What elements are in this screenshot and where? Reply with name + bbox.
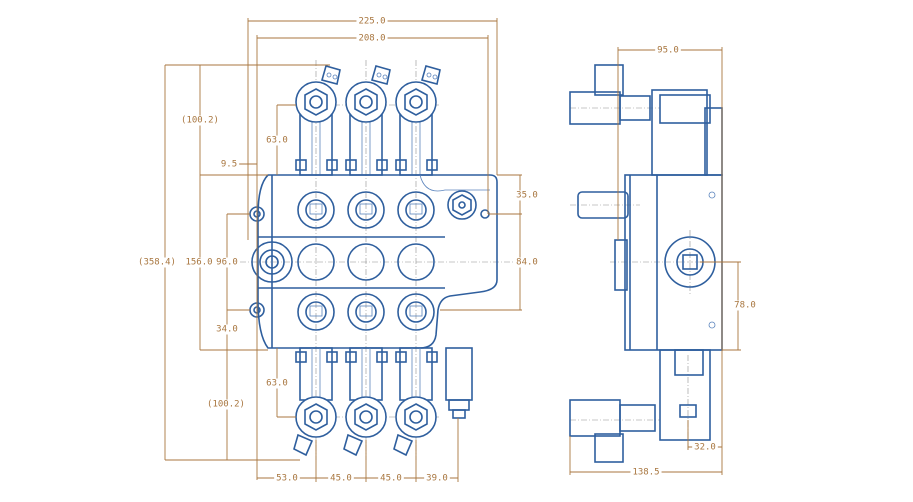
label-background (214, 324, 240, 335)
front-view: 225.0 208.0 (100.2) 63.0 9.5 35.0 (358.4… (136, 16, 540, 484)
dim-bottom-overhang: (100.2) (207, 400, 245, 410)
label-background (274, 473, 300, 484)
label-background (264, 135, 290, 146)
label-background (179, 115, 221, 126)
dim-pitch-3: 45.0 (380, 474, 402, 484)
label-background (264, 378, 290, 389)
valve-body (249, 174, 498, 349)
dim-95: 95.0 (657, 46, 679, 56)
label-background (378, 473, 404, 484)
label-background (214, 257, 240, 268)
label-background (205, 399, 247, 410)
label-background (328, 473, 354, 484)
side-dimensions: 95.0 78.0 32.0 138.5 (569, 45, 758, 478)
ports (251, 191, 435, 331)
dim-bottom-mount: 34.0 (216, 325, 238, 335)
top-spool-1 (295, 65, 341, 176)
bottom-spool-3 (393, 347, 438, 457)
top-spools (295, 65, 441, 176)
upper-solenoid (569, 64, 723, 176)
dim-body-height: 156.0 (185, 258, 212, 268)
dim-pitch-4: 39.0 (426, 474, 448, 484)
side-view: 95.0 78.0 32.0 138.5 (569, 45, 758, 478)
label-background (183, 257, 215, 268)
label-background (514, 257, 540, 268)
dim-overall-height: (358.4) (138, 258, 176, 268)
dim-pitch-2: 45.0 (330, 474, 352, 484)
dim-fitting: 35.0 (516, 191, 538, 201)
front-dimensions: 225.0 208.0 (100.2) 63.0 9.5 35.0 (358.4… (136, 16, 540, 484)
dim-port-spacing-left: 96.0 (216, 258, 238, 268)
dim-pitch-1: 53.0 (276, 474, 298, 484)
top-spool-2 (345, 65, 391, 176)
dim-bottom-spool: 63.0 (266, 379, 288, 389)
dim-port-spacing-right: 84.0 (516, 258, 538, 268)
side-body (577, 174, 723, 351)
bottom-spool-2 (343, 347, 388, 457)
label-background (692, 442, 718, 453)
label-background (514, 190, 540, 201)
side-centerlines (570, 107, 722, 450)
bottom-spool-1 (293, 347, 338, 457)
label-background (630, 467, 662, 478)
label-background (655, 45, 681, 56)
label-background (424, 473, 450, 484)
dim-78: 78.0 (734, 301, 756, 311)
lower-solenoid (569, 349, 711, 463)
label-background (356, 16, 388, 27)
dim-top-spool: 63.0 (266, 136, 288, 146)
label-background (218, 159, 240, 170)
dim-top-overhang: (100.2) (181, 116, 219, 126)
label-background (136, 257, 178, 268)
label-background (732, 300, 758, 311)
dim-208: 208.0 (358, 34, 385, 44)
top-spool-3 (395, 65, 441, 176)
label-background (356, 33, 388, 44)
dim-32: 32.0 (694, 443, 716, 453)
dim-edge-offset: 9.5 (221, 160, 237, 170)
bottom-spools (293, 347, 473, 457)
relief-fitting (447, 190, 477, 220)
dim-225: 225.0 (358, 17, 385, 27)
dim-138-5: 138.5 (632, 468, 659, 478)
bottom-plug (445, 347, 473, 419)
